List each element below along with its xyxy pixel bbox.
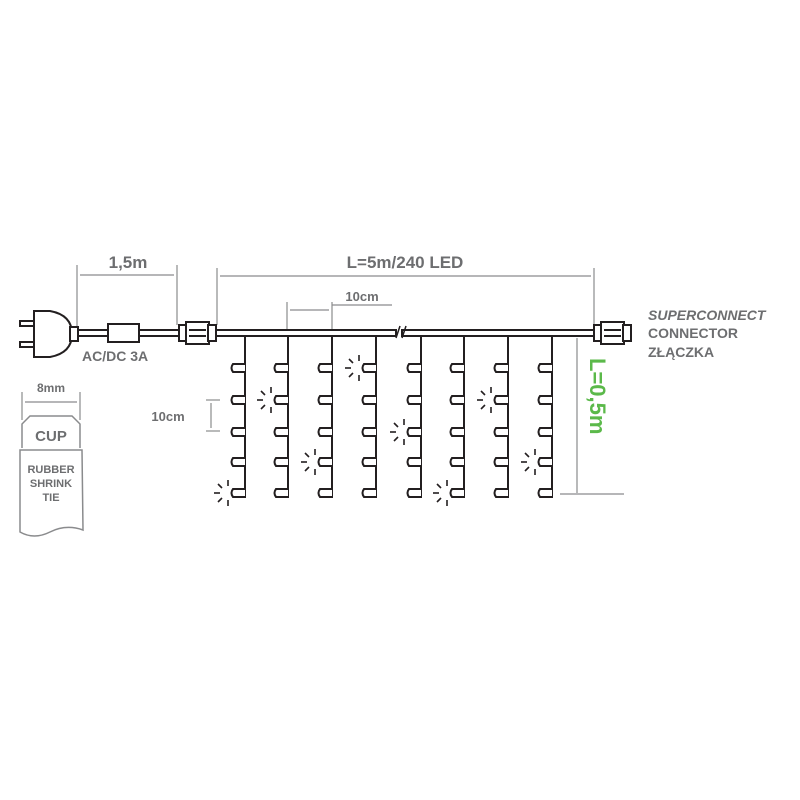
led-drops — [214, 336, 553, 506]
connector-label-2: CONNECTOR — [648, 325, 738, 341]
led-bulb — [273, 363, 288, 373]
led-bulb — [361, 363, 376, 373]
led-bulb — [406, 427, 421, 437]
rubber-label-2: SHRINK — [30, 478, 72, 490]
cup-width-label: 8mm — [37, 381, 65, 395]
cup-detail: 8mm CUP RUBBER SHRINK TIE — [19, 381, 84, 537]
led-bulb — [317, 363, 332, 373]
superconnect-connector — [593, 321, 632, 345]
led-bulb — [493, 427, 508, 437]
led-bulb — [449, 363, 464, 373]
led-bulb — [273, 488, 288, 498]
main-wire — [215, 329, 397, 337]
led-bulb — [361, 395, 376, 405]
start-connector — [178, 321, 217, 345]
led-bulb — [317, 395, 332, 405]
led-glow-ray — [348, 372, 354, 378]
led-glow-ray — [260, 404, 266, 410]
led-bulb — [406, 457, 421, 467]
led-bulb — [230, 395, 245, 405]
led-bulb — [317, 427, 332, 437]
led-glow-ray — [260, 390, 266, 396]
rubber-label-1: RUBBER — [27, 464, 74, 476]
led-glow-ray — [436, 483, 442, 489]
led-bulb — [230, 427, 245, 437]
led-glow-ray — [217, 497, 223, 503]
led-glow-ray — [217, 483, 223, 489]
connector-label-3: ZŁĄCZKA — [648, 344, 714, 360]
led-bulb — [537, 395, 552, 405]
led-glow-ray — [436, 497, 442, 503]
cup-label: CUP — [35, 428, 67, 445]
wire-break-mark — [395, 325, 407, 339]
led-bulb — [449, 395, 464, 405]
led-glow-ray — [393, 436, 399, 442]
led-bulb — [449, 427, 464, 437]
led-bulb — [537, 363, 552, 373]
led-bulb — [449, 488, 464, 498]
horizontal-spacing-label: 10cm — [345, 289, 378, 304]
cord-length-label: 1,5m — [109, 253, 148, 272]
led-glow-ray — [480, 404, 486, 410]
led-bulb — [493, 395, 508, 405]
led-bulb — [449, 457, 464, 467]
main-wire — [401, 329, 597, 337]
led-bulb — [273, 427, 288, 437]
led-bulb — [230, 363, 245, 373]
led-bulb — [537, 488, 552, 498]
led-bulb — [317, 457, 332, 467]
led-bulb — [537, 457, 552, 467]
led-glow-ray — [348, 358, 354, 364]
led-bulb — [406, 363, 421, 373]
led-bulb — [493, 488, 508, 498]
drop-length-dimension: L=0,5m — [560, 338, 624, 495]
led-glow-ray — [524, 466, 530, 472]
plug-icon — [19, 310, 79, 358]
led-bulb — [317, 488, 332, 498]
led-glow-ray — [304, 466, 310, 472]
led-bulb — [361, 457, 376, 467]
led-bulb — [273, 457, 288, 467]
vertical-spacing-dimension: 10cm — [151, 399, 220, 432]
led-glow-ray — [524, 452, 530, 458]
drop-length-label: L=0,5m — [585, 358, 610, 434]
total-length-label: L=5m/240 LED — [347, 253, 464, 272]
power-label: AC/DC 3A — [82, 348, 148, 364]
led-glow-ray — [304, 452, 310, 458]
transformer-box — [107, 323, 140, 343]
led-bulb — [406, 395, 421, 405]
led-bulb — [361, 427, 376, 437]
led-bulb — [406, 488, 421, 498]
led-bulb — [493, 363, 508, 373]
cord-dimension: 1,5m — [76, 253, 178, 330]
led-bulb — [493, 457, 508, 467]
connector-label-1: SUPERCONNECT — [648, 307, 767, 323]
led-bulb — [273, 395, 288, 405]
rubber-label-3: TIE — [42, 492, 59, 504]
led-glow-ray — [393, 422, 399, 428]
led-glow-ray — [480, 390, 486, 396]
led-bulb — [537, 427, 552, 437]
led-bulb — [230, 457, 245, 467]
total-length-dimension: L=5m/240 LED — [216, 253, 595, 325]
horizontal-spacing-dimension: 10cm — [286, 289, 392, 330]
led-bulb — [230, 488, 245, 498]
vertical-spacing-label: 10cm — [151, 409, 184, 424]
led-bulb — [361, 488, 376, 498]
